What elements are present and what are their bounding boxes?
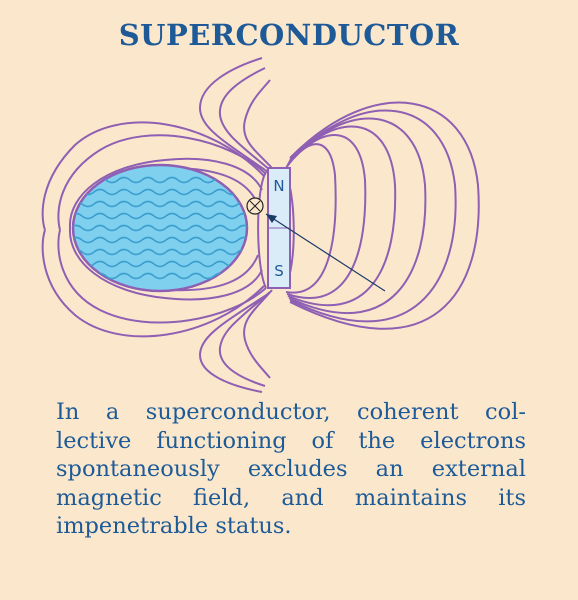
circled-cross-icon [246,197,264,215]
field-line-inner [257,171,267,289]
superconductor-diagram: N S [41,57,480,393]
field-line-right [286,134,367,300]
diagram-title: SUPERCONDUCTOR [118,18,460,52]
caption-line: impenetrable status. [56,513,292,539]
field-line-outer [41,229,265,338]
field-line-right [289,101,480,330]
field-line-left [198,57,269,173]
south-pole-label: S [274,262,284,280]
field-line-left [198,293,269,393]
field-line-hug [68,157,263,229]
field-line-hug [68,227,263,301]
caption-line: spontaneously excludes an external [56,456,526,482]
field-line-outer [57,229,267,324]
field-line-right [287,125,397,307]
field-line-right [288,117,427,315]
field-line-left [218,291,271,387]
field-line-right [289,109,457,323]
caption-line: In a superconductor, coherent col- [56,399,526,425]
field-line-outer [57,134,267,231]
north-pole-label: N [273,177,284,195]
arrow-icon [265,213,386,292]
field-line-left [243,79,273,169]
superconductor-waves [73,176,247,280]
field-line-left [243,289,273,379]
field-line-left [218,67,271,171]
bar-magnet: N S [267,167,291,289]
caption-line: lective functioning of the electrons [56,427,526,454]
caption: In a superconductor, coherent col- lecti… [56,398,526,541]
superconductor-body [71,163,249,293]
caption-line: magnetic field, and maintains its [56,484,526,511]
field-line-outer [41,121,265,231]
